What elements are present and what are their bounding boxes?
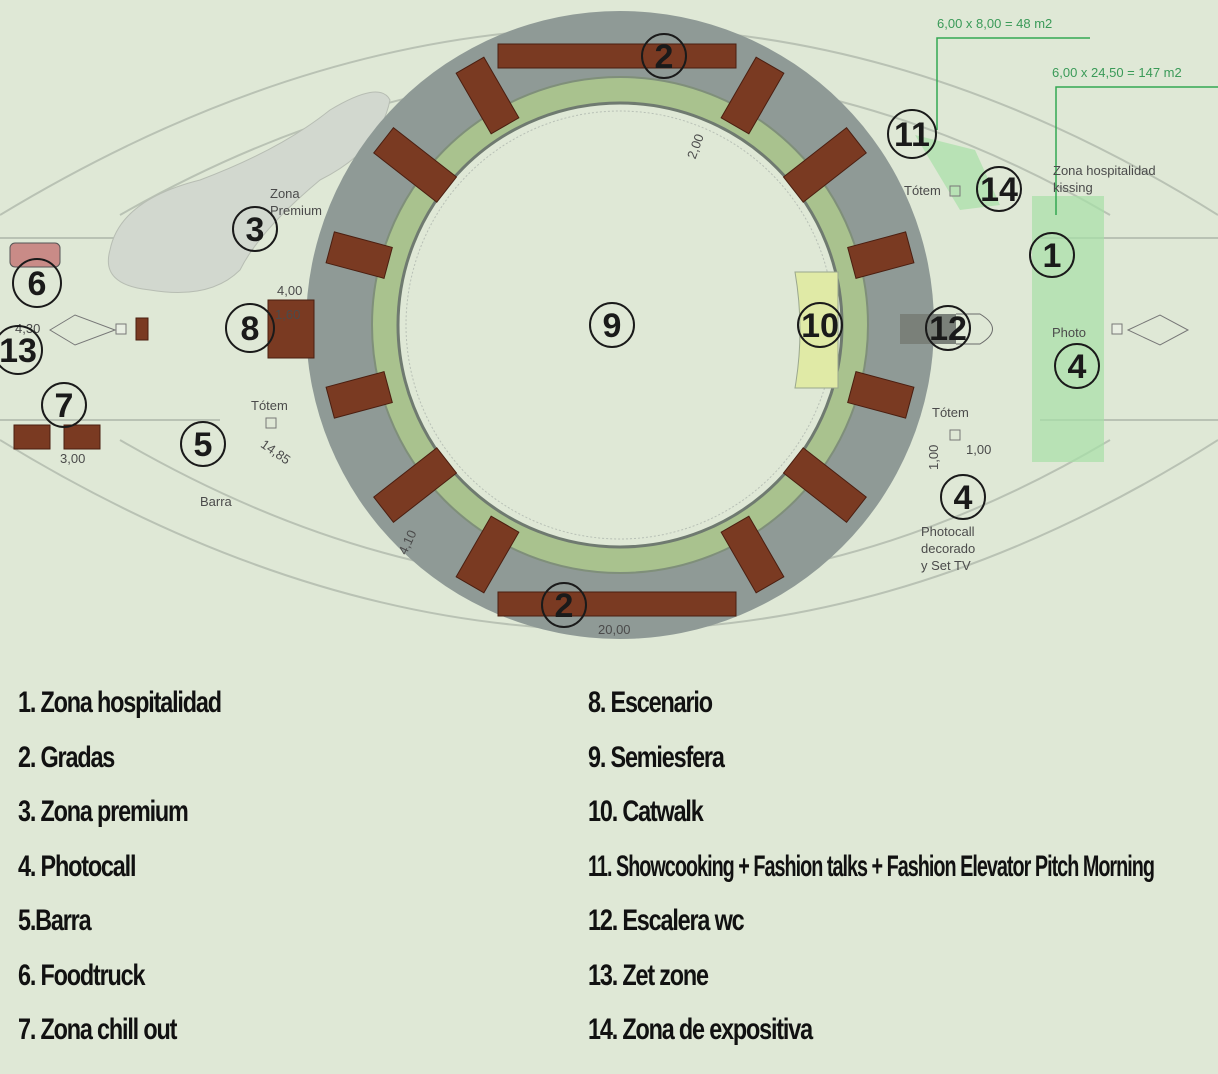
callout-10: 10: [801, 307, 839, 345]
totem-label-top: Tótem: [904, 183, 941, 198]
callout-2-bottom: 2: [555, 587, 574, 625]
legend-item: 14. Zona de expositiva: [588, 1013, 813, 1046]
barra-label: Barra: [200, 494, 233, 509]
callout-7: 7: [55, 387, 74, 425]
dimension-100b: 1,00: [926, 445, 941, 470]
callout-14: 14: [980, 171, 1018, 209]
area-label-1: 6,00 x 24,50 = 147 m2: [1052, 65, 1182, 80]
callout-3: 3: [246, 211, 265, 249]
legend-item: 9. Semiesfera: [588, 740, 725, 774]
zona-hosp-label-1: Zona hospitalidad: [1053, 163, 1156, 178]
callout-11: 11: [894, 116, 930, 154]
callouts: [0, 33, 1100, 628]
totem-label-right: Tótem: [932, 405, 969, 420]
dimension-1485: 14,85: [258, 436, 293, 467]
callout-8: 8: [241, 310, 260, 348]
callout-6: 6: [28, 265, 47, 303]
photocall-label-2: decorado: [921, 541, 975, 556]
catwalk: [794, 271, 839, 389]
callout-4-bottom: 4: [954, 479, 973, 517]
legend-item: 1. Zona hospitalidad: [18, 686, 222, 719]
legend-item: 7. Zona chill out: [18, 1013, 177, 1046]
plan-labels: 6,00 x 8,00 = 48 m2 6,00 x 24,50 = 147 m…: [200, 16, 1182, 573]
legend-item: 10. Catwalk: [588, 795, 704, 828]
legend-right: 8. Escenario 9. Semiesfera 10. Catwalk 1…: [588, 676, 1218, 1058]
stair-wc-outline: [956, 313, 993, 345]
legend-item: 3. Zona premium: [18, 795, 189, 828]
legend-item: 5.Barra: [18, 904, 92, 937]
dimension-300: 3,00: [60, 451, 85, 466]
site-plan: 6,00 x 8,00 = 48 m2 6,00 x 24,50 = 147 m…: [0, 11, 1218, 639]
legend-item: 13. Zet zone: [588, 958, 709, 992]
photocall-label-1: Photocall: [921, 524, 975, 539]
photocall-lamps: [49, 185, 1190, 441]
zona-premium-label-1: Zona: [270, 186, 300, 201]
legend-item: 6. Foodtruck: [18, 958, 146, 992]
dimension-100a: 1,00: [966, 442, 991, 457]
area-label-11: 6,00 x 8,00 = 48 m2: [937, 16, 1052, 31]
showcooking-zone: [915, 135, 1000, 210]
photocall-label-3: y Set TV: [921, 558, 971, 573]
callout-1: 1: [1043, 237, 1062, 275]
photo-label: Photo: [1052, 325, 1086, 340]
callout-9: 9: [603, 307, 622, 345]
totem-label-left: Tótem: [251, 398, 288, 413]
callout-13: 13: [0, 332, 37, 370]
legend-left: 1. Zona hospitalidad 2. Gradas 3. Zona p…: [18, 676, 278, 1058]
dimension-2000: 20,00: [598, 622, 631, 637]
callout-5: 5: [194, 426, 213, 464]
callout-12: 12: [929, 310, 967, 348]
legend-item: 2. Gradas: [18, 740, 115, 774]
legend-item: 12. Escalera wc: [588, 904, 745, 937]
dimension-400: 4,00: [277, 283, 302, 298]
zona-premium-label-2: Premium: [270, 203, 322, 218]
legend-item: 11. Showcooking + Fashion talks + Fashio…: [588, 849, 1155, 883]
callout-lines: [936, 37, 1218, 215]
legend-item: 4. Photocall: [18, 849, 136, 883]
callout-2-top: 2: [655, 38, 674, 76]
dimension-160: 1,60: [275, 307, 300, 322]
stands: [13, 43, 915, 617]
zona-hosp-label-2: kissing: [1053, 180, 1093, 195]
legend-item: 8. Escenario: [588, 686, 713, 719]
callout-numbers: 1 2 2 3 4 4 5 6 7 8 9 10 11 12 13 14: [0, 38, 1087, 625]
callout-4-right: 4: [1068, 348, 1087, 386]
